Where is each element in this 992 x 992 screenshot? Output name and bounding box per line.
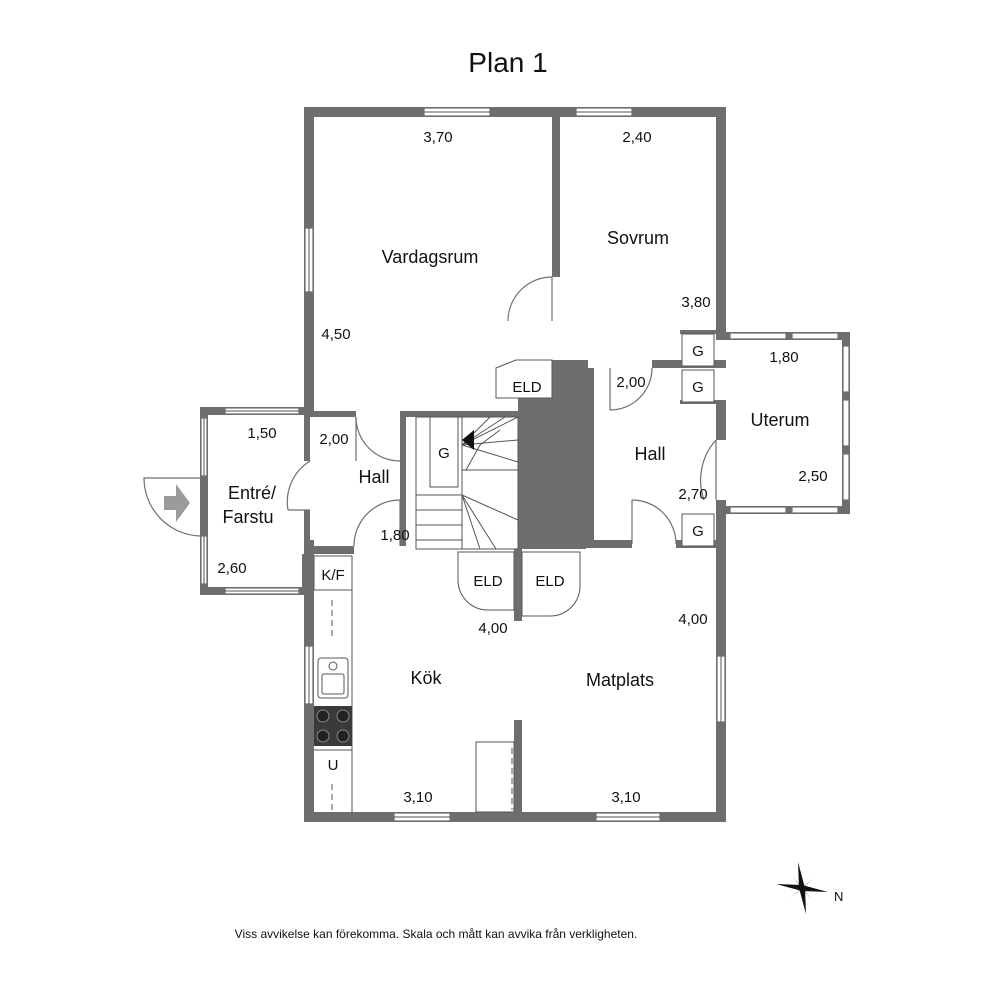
eld-low-right-label: ELD: [535, 573, 564, 590]
dim-hall-right-width: 2,00: [616, 374, 645, 391]
u-label: U: [328, 757, 339, 774]
dim-uterum-width: 1,80: [769, 349, 798, 366]
g-right-2-label: G: [692, 379, 704, 396]
dim-uterum-depth: 2,50: [798, 468, 827, 485]
kitchen-counter: [313, 555, 353, 812]
room-uterum: Uterum: [750, 410, 809, 430]
walls: [200, 107, 850, 822]
room-entre-line2: Farstu: [222, 507, 273, 527]
room-vardagsrum: Vardagsrum: [382, 247, 479, 267]
dim-entre-depth: 2,60: [217, 560, 246, 577]
doors: [143, 276, 717, 547]
room-matplats: Matplats: [586, 670, 654, 690]
compass-rose-icon: [776, 862, 828, 914]
compass-north-label: N: [834, 889, 843, 904]
dim-vardagsrum-depth: 4,50: [321, 326, 350, 343]
sink-icon: [317, 657, 349, 699]
dim-matplats-depth: 4,00: [678, 611, 707, 628]
g-right-3-label: G: [692, 523, 704, 540]
g-right-1-label: G: [692, 343, 704, 360]
dim-eld-wall: 4,00: [478, 620, 507, 637]
staircase: [415, 416, 519, 550]
entrance-arrow-icon: [164, 484, 190, 522]
dim-sovrum-width: 2,40: [622, 129, 651, 146]
dim-sovrum-depth: 3,80: [681, 294, 710, 311]
room-hall-right: Hall: [634, 444, 665, 464]
eld-low-left-label: ELD: [473, 573, 502, 590]
room-entre-line1: Entré/: [228, 483, 276, 503]
dim-matplats-width: 3,10: [611, 789, 640, 806]
room-kok: Kök: [410, 668, 442, 688]
room-hall-left: Hall: [358, 467, 389, 487]
windows: [200, 107, 850, 822]
dim-entre-width: 1,50: [247, 425, 276, 442]
dim-hall-left-depth: 1,80: [380, 527, 409, 544]
eld-center-label: ELD: [512, 379, 541, 396]
plan-title: Plan 1: [468, 47, 547, 78]
dim-hall-left-width: 2,00: [319, 431, 348, 448]
dim-kok-width: 3,10: [403, 789, 432, 806]
dim-hall-right-depth: 2,70: [678, 486, 707, 503]
room-sovrum: Sovrum: [607, 228, 669, 248]
disclaimer-text: Viss avvikelse kan förekomma. Skala och …: [235, 927, 638, 941]
kf-label: K/F: [321, 567, 344, 584]
g-stair-label: G: [438, 445, 450, 462]
dim-vardagsrum-width: 3,70: [423, 129, 452, 146]
